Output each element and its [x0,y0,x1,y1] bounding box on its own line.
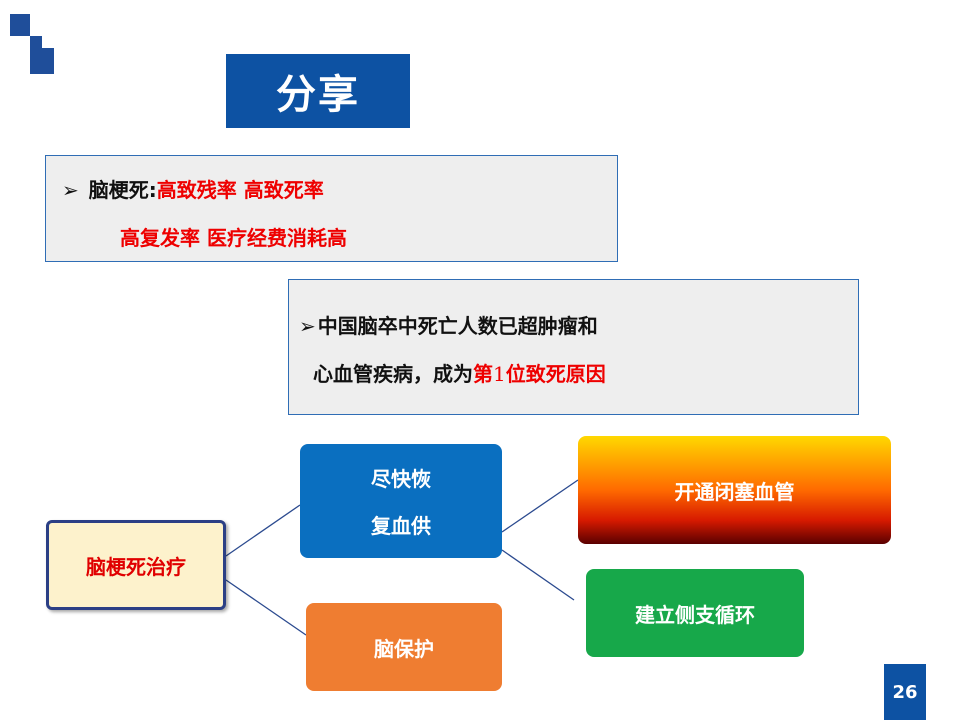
page-number: 26 [884,664,926,720]
corner-decoration-square-2 [30,36,42,48]
connector-restore-open [501,479,579,533]
rank-red-a: 第 [473,362,493,386]
restore-blood-supply-node: 尽快恢 复血供 [300,444,502,558]
stroke-burden-red-1: 高致残率 高致死率 [156,178,324,202]
restore-line-2: 复血供 [371,514,431,538]
stroke-mortality-text-1: 中国脑卒中死亡人数已超肿瘤和 [317,314,598,338]
connector-root-protect [225,579,307,636]
rank-red-b: 位致死原因 [505,362,606,386]
arrow-bullet-icon: ➢ [299,314,316,338]
collateral-circulation-node: 建立侧支循环 [586,569,804,657]
stroke-mortality-line-1: ➢中国脑卒中死亡人数已超肿瘤和 [299,310,598,339]
rank-number: 1 [493,362,506,386]
stroke-burden-line-2: 高复发率 医疗经费消耗高 [120,226,347,250]
stroke-burden-box: ➢ 脑梗死:高致残率 高致死率 高复发率 医疗经费消耗高 [45,155,618,262]
connector-restore-collateral [501,549,575,601]
stroke-mortality-line-2: 心血管疾病，成为第1位致死原因 [313,358,606,387]
stroke-burden-label: 脑梗死: [88,178,157,202]
restore-line-1: 尽快恢 [371,467,431,491]
corner-decoration-square-3 [30,48,54,74]
corner-decoration-square-1 [10,14,30,36]
connector-root-restore [225,504,301,557]
open-occluded-vessel-node: 开通闭塞血管 [578,436,891,544]
stroke-mortality-text-2: 心血管疾病，成为 [313,362,473,386]
stroke-treatment-node: 脑梗死治疗 [46,520,226,610]
slide-title: 分享 [226,54,410,128]
arrow-bullet-icon: ➢ [62,178,79,202]
stroke-burden-line-1: ➢ 脑梗死:高致残率 高致死率 [62,174,324,203]
brain-protection-node: 脑保护 [306,603,502,691]
stroke-mortality-box: ➢中国脑卒中死亡人数已超肿瘤和 心血管疾病，成为第1位致死原因 [288,279,859,415]
